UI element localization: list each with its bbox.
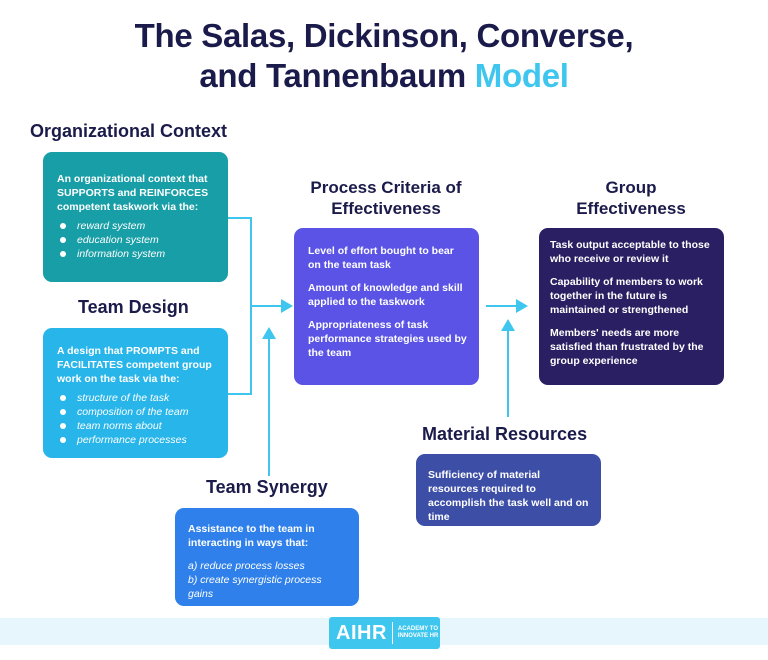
material-resources-box: Sufficiency of material resources requir…: [416, 454, 601, 526]
organizational-context-list: reward system education system informati…: [57, 219, 216, 261]
list-item: information system: [57, 247, 216, 261]
team-synergy-item-a: a) reduce process losses: [188, 560, 305, 572]
team-synergy-item-b: b) create synergistic process gains: [188, 574, 322, 600]
connector-to-group-effectiveness: [486, 305, 518, 307]
arrow-team-synergy-up: [262, 327, 276, 339]
group-effectiveness-item-2: Capability of members to work together i…: [550, 276, 703, 316]
list-item: reward system: [57, 219, 216, 233]
title-line-1: The Salas, Dickinson, Converse,: [134, 17, 634, 54]
arrow-to-process-criteria: [281, 299, 293, 313]
connector-team-design-out: [228, 393, 251, 395]
process-criteria-item-2: Amount of knowledge and skill applied to…: [308, 282, 463, 308]
group-effectiveness-box: Task output acceptable to those who rece…: [539, 228, 724, 385]
team-design-text: A design that PROMPTS and FACILITATES co…: [57, 345, 212, 385]
process-criteria-box: Level of effort bought to bear on the te…: [294, 228, 479, 385]
process-criteria-heading: Process Criteria of Effectiveness: [310, 178, 462, 218]
arrow-to-group-effectiveness: [516, 299, 528, 313]
organizational-context-box: An organizational context that SUPPORTS …: [43, 152, 228, 282]
organizational-context-text: An organizational context that SUPPORTS …: [57, 173, 209, 213]
material-resources-heading: Material Resources: [422, 424, 588, 444]
material-resources-text: Sufficiency of material resources requir…: [428, 469, 589, 523]
title-line-2: and Tannenbaum Model: [0, 56, 768, 96]
group-effectiveness-item-3: Members' needs are more satisfied than f…: [550, 327, 704, 367]
list-item: structure of the task: [57, 391, 216, 405]
team-synergy-heading: Team Synergy: [206, 477, 328, 497]
connector-org-context-out: [228, 217, 251, 219]
group-effectiveness-heading: Group Effectiveness: [576, 178, 686, 218]
logo-mark: AIHR: [336, 621, 387, 644]
team-synergy-text: Assistance to the team in interacting in…: [188, 523, 315, 549]
team-synergy-box: Assistance to the team in interacting in…: [175, 508, 359, 606]
diagram-title: The Salas, Dickinson, Converse, and Tann…: [0, 16, 768, 96]
title-accent: Model: [474, 57, 569, 94]
list-item: team norms about: [57, 419, 216, 433]
team-design-box: A design that PROMPTS and FACILITATES co…: [43, 328, 228, 458]
team-design-heading: Team Design: [78, 297, 189, 317]
process-criteria-item-3: Appropriateness of task performance stra…: [308, 319, 467, 359]
connector-to-process-criteria: [251, 305, 283, 307]
process-criteria-item-1: Level of effort bought to bear on the te…: [308, 245, 454, 271]
list-item: composition of the team: [57, 405, 216, 419]
aihr-logo: AIHR ACADEMY TO INNOVATE HR: [329, 617, 440, 649]
title-line-2-text: and Tannenbaum: [199, 57, 466, 94]
organizational-context-heading: Organizational Context: [30, 121, 228, 141]
logo-divider: [391, 622, 393, 644]
connector-material-resources-up: [507, 330, 509, 417]
connector-team-synergy-up: [268, 338, 270, 476]
list-item: education system: [57, 233, 216, 247]
list-item: performance processes: [57, 433, 216, 447]
arrow-material-resources-up: [501, 319, 515, 331]
logo-tagline: ACADEMY TO INNOVATE HR: [397, 626, 439, 639]
team-design-list: structure of the task composition of the…: [57, 391, 216, 447]
group-effectiveness-item-1: Task output acceptable to those who rece…: [550, 239, 710, 265]
